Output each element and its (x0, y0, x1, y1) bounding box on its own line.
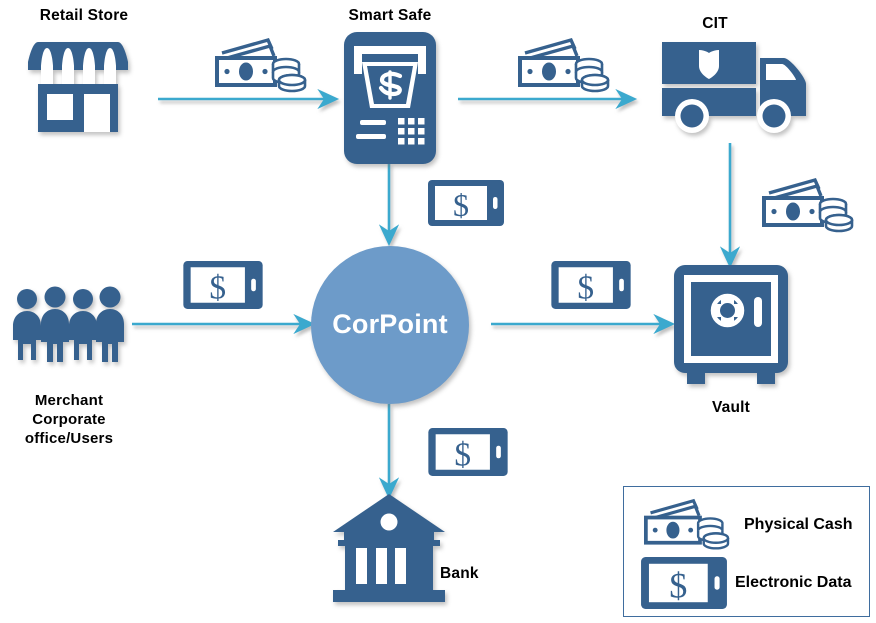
svg-text:$: $ (454, 437, 471, 474)
label-corpoint: CorPoint (332, 309, 448, 339)
node-smart-safe (344, 32, 436, 164)
cash-icon-cit-to-vault (757, 176, 857, 236)
node-merchant (10, 286, 128, 366)
node-bank (329, 492, 449, 604)
phone-dollar-icon: $ (183, 261, 263, 309)
cash-icon-smartsafe-to-cit (513, 36, 613, 96)
vault-icon (674, 265, 788, 384)
legend-box: Physical Cash $ Electronic Data (623, 486, 870, 617)
svg-text:$: $ (209, 270, 226, 307)
people-group-icon (13, 286, 124, 362)
smart-safe-icon (344, 32, 436, 164)
cash-banknote-coins-icon (762, 177, 854, 233)
cash-banknote-coins-icon (518, 37, 610, 93)
storefront-icon (28, 42, 128, 132)
label-bank: Bank (440, 565, 479, 582)
label-vault: Vault (711, 399, 751, 416)
phone-dollar-icon: $ (428, 180, 504, 226)
cash-banknote-coins-icon (215, 37, 307, 93)
cash-icon-retail-to-smartsafe (210, 36, 310, 96)
cash-banknote-coins-icon (644, 498, 730, 550)
label-cit: CIT (702, 15, 728, 32)
phone-dollar-icon: $ (551, 261, 631, 309)
node-retail-store (22, 36, 134, 136)
legend-label-physical-cash: Physical Cash (744, 516, 853, 533)
node-vault (674, 265, 788, 387)
label-smart-safe: Smart Safe (348, 7, 432, 24)
svg-text:$: $ (453, 187, 469, 223)
phone-icon-smartsafe-to-corpoint: $ (428, 180, 504, 226)
label-retail-store: Retail Store (39, 7, 129, 24)
bank-building-icon (333, 494, 445, 602)
hub-circle (311, 246, 469, 404)
label-merchant: Merchant Corporate office/Users (24, 392, 114, 447)
phone-icon-corpoint-to-bank: $ (428, 428, 508, 476)
phone-dollar-icon: $ (641, 557, 727, 609)
node-cit (662, 40, 808, 140)
svg-text:$: $ (669, 566, 687, 606)
phone-dollar-icon: $ (428, 428, 508, 476)
armored-truck-icon (662, 42, 806, 133)
legend-item-electronic-data: $ Electronic Data (641, 557, 851, 609)
legend-item-physical-cash: Physical Cash (638, 497, 853, 553)
phone-icon-corpoint-to-vault: $ (551, 261, 631, 309)
node-corpoint (310, 245, 470, 405)
svg-text:$: $ (577, 270, 594, 307)
phone-icon-merchant-to-corpoint: $ (183, 261, 263, 309)
legend-label-electronic-data: Electronic Data (735, 574, 852, 591)
